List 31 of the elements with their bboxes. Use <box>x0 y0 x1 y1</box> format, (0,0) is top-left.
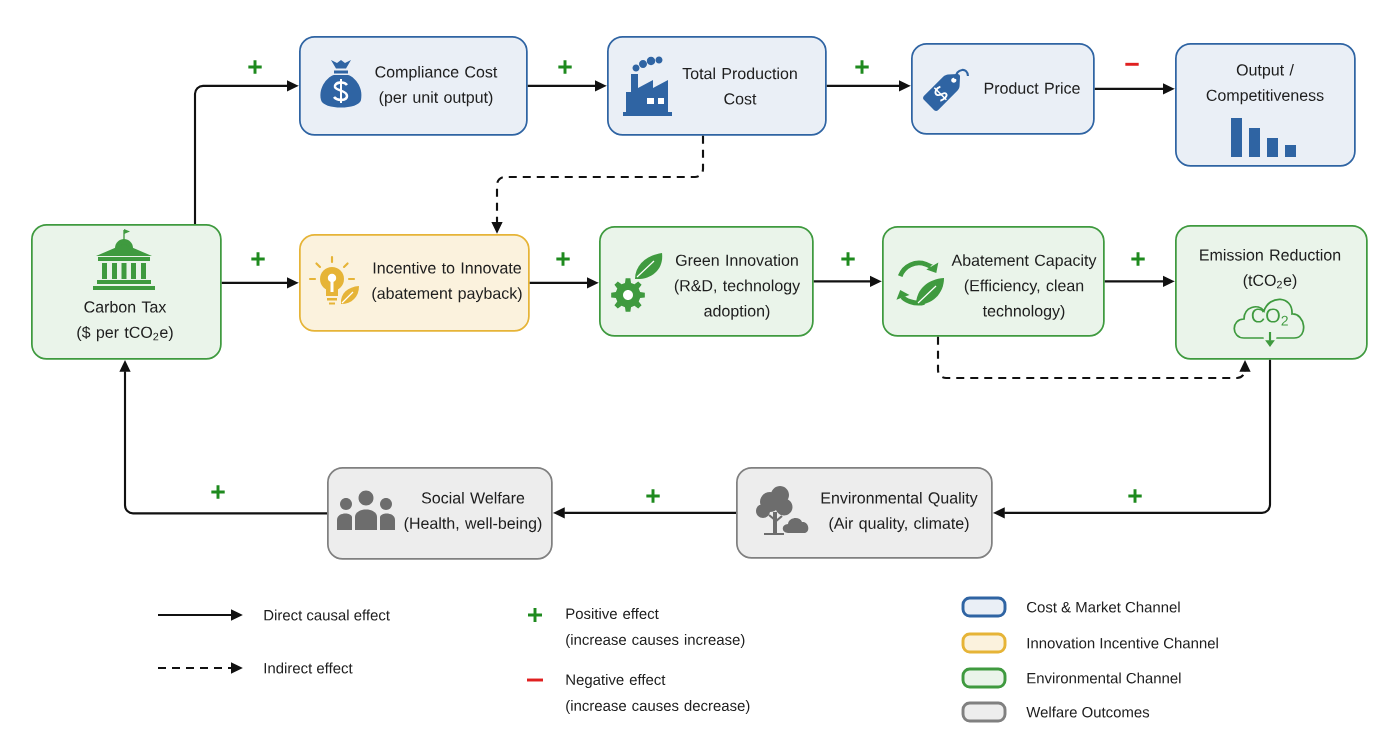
factor-box: Product Price <box>911 43 1095 135</box>
arrow <box>936 336 1251 380</box>
edge-label: + <box>558 60 572 74</box>
legend-label: Welfare Outcomes <box>1026 706 1150 718</box>
factor-box: Environmental Quality (Air quality, climate) <box>736 467 993 559</box>
factor-box: Output / Competitiveness <box>1175 43 1356 167</box>
legend-label: Positive effect (increase causes increase) <box>566 608 745 648</box>
factor-box: Compliance Cost (per unit output) <box>299 36 528 136</box>
legend-label: Cost & Market Channel <box>1027 601 1180 613</box>
edge-label: + <box>248 60 262 74</box>
factor-box: Total Production Cost <box>607 36 827 136</box>
legend-label: Negative effect (increase causes decrease) <box>566 674 750 714</box>
edge-label: + <box>251 252 265 266</box>
factor-box: Carbon Tax ($ per tCO$_{2}$e) <box>31 224 222 360</box>
legend-label: Environmental Channel <box>1027 672 1181 684</box>
edge-label: + <box>556 252 570 266</box>
legend-label: Indirect effect <box>264 662 353 674</box>
factor-box: Social Welfare (Health, well-being) <box>327 467 553 560</box>
factor-box: Incentive to Innovate (abatement payback) <box>299 234 530 332</box>
legend-label: Innovation Incentive Channel <box>1027 637 1218 649</box>
edge-label: + <box>1128 489 1142 503</box>
edge-label: + <box>841 252 855 266</box>
legend-label: Direct causal effect <box>264 609 390 621</box>
edge-label: + <box>1131 252 1145 266</box>
factor-box: Emission Reduction (tCO$_{2}$e) CO$_{2}$ <box>1175 225 1368 360</box>
edge-label: + <box>646 489 660 503</box>
factor-box: Green Innovation (R&D, technology adoption) <box>599 226 814 337</box>
edge-label: + <box>211 485 225 499</box>
edge-label: − <box>1125 62 1139 66</box>
edge-label: + <box>855 60 869 74</box>
factor-box: Abatement Capacity (Efficiency, clean technology) <box>882 226 1105 337</box>
